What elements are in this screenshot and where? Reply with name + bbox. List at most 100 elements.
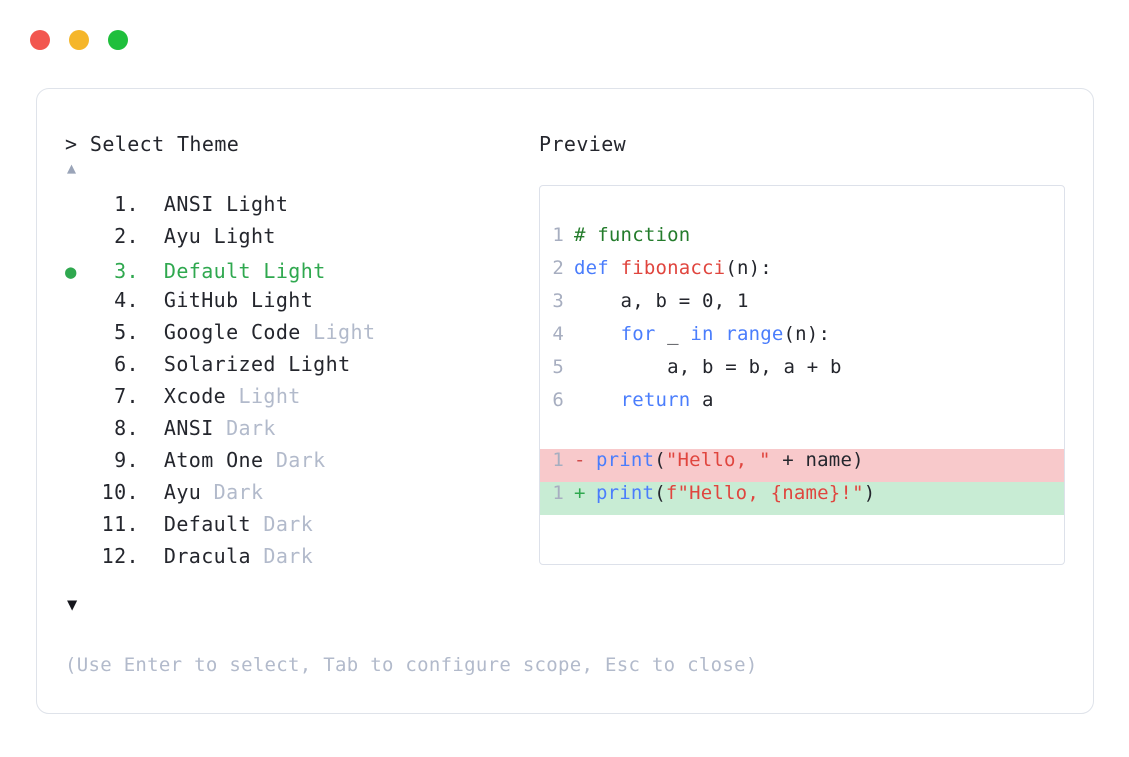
code-line: 3 a, b = 0, 1 [540,290,1064,323]
theme-item-index: 6. [114,352,139,376]
theme-item-name: Xcode [139,384,227,408]
code-line: 1 # function [540,224,1064,257]
theme-list-item[interactable]: 10. Ayu Dark [65,480,539,512]
line-number: 3 [552,290,564,312]
theme-list-item[interactable]: 8. ANSI Dark [65,416,539,448]
close-button[interactable] [30,30,50,50]
preview-title: Preview [539,132,627,156]
minimize-button[interactable] [69,30,89,50]
theme-item-index: 10. [101,480,139,504]
theme-list-item[interactable]: 12. Dracula Dark [65,544,539,576]
code-token-comment: # function [574,224,691,246]
theme-item-variant: Dark [213,416,276,440]
theme-item-variant: Dark [201,480,264,504]
theme-list-item[interactable]: 5. Google Code Light [65,320,539,352]
code-token-string: "Hello, " [665,449,771,471]
theme-item-name: Solarized [139,352,276,376]
keyboard-hint: (Use Enter to select, Tab to configure s… [65,654,758,676]
theme-list-item[interactable]: 9. Atom One Dark [65,448,539,480]
theme-item-name: GitHub [139,288,239,312]
diff-marker-plus: + [574,482,586,504]
theme-item-variant: Dark [250,544,314,568]
code-line-text: a, b = b, a + b [574,356,842,378]
theme-item-name: Default [139,259,251,283]
code-token-plain: (n): [725,257,772,279]
diff-line-text: print("Hello, " + name) [596,449,864,471]
theme-item-index: 1. [114,192,139,216]
code-line-text: for _ in range(n): [574,323,830,345]
theme-item-variant: Light [226,384,301,408]
theme-item-name: Google Code [139,320,301,344]
code-spacer [540,422,1064,449]
code-token-plain [714,323,726,345]
code-line-text: return a [574,389,714,411]
theme-item-index: 7. [114,384,139,408]
theme-item-variant: Dark [263,448,326,472]
code-line: 6 return a [540,389,1064,422]
code-token-builtin: print [596,449,655,471]
code-token-builtin: print [596,482,655,504]
diff-line-text: print(f"Hello, {name}!") [596,482,875,504]
line-number: 1 [552,449,564,471]
code-token-plain: ) [863,482,876,504]
line-number: 6 [552,389,564,411]
code-line: 4 for _ in range(n): [540,323,1064,356]
theme-item-index: 9. [114,448,139,472]
diff-line-added: 1+print(f"Hello, {name}!") [540,482,1064,515]
theme-item-name: Dracula [139,544,251,568]
theme-item-variant: Light [275,352,351,376]
theme-item-index: 11. [101,512,139,536]
code-token-plain: _ [655,323,691,345]
code-token-keyword: return [620,389,691,411]
code-token-keyword: def [574,257,621,279]
theme-list-item[interactable]: 11. Default Dark [65,512,539,544]
theme-list-item[interactable]: 7. Xcode Light [65,384,539,416]
theme-item-name: ANSI [139,416,214,440]
diff-marker-minus: - [574,449,586,471]
theme-list-item[interactable]: 4. GitHub Light [65,288,539,320]
code-token-keyword: for [620,323,656,345]
selected-bullet-icon: ● [65,261,77,283]
theme-list-item[interactable]: 6. Solarized Light [65,352,539,384]
code-line-text: # function [574,224,690,246]
prompt-header: > Select Theme [65,131,539,157]
theme-list-item[interactable]: 1. ANSI Light [65,192,539,224]
maximize-button[interactable] [108,30,128,50]
line-number: 2 [552,257,564,279]
code-line-text: a, b = 0, 1 [574,290,749,312]
theme-item-index: 12. [101,544,139,568]
code-line-text: def fibonacci(n): [574,257,772,279]
code-token-plain: ( [654,449,666,471]
theme-list-item[interactable]: ● 3. Default Light [65,256,539,288]
code-token-keyword: in [690,323,714,345]
theme-item-index: 4. [114,288,139,312]
theme-item-index: 3. [114,259,139,283]
diff-block: 1-print("Hello, " + name)1+print(f"Hello… [540,449,1064,515]
line-number: 1 [552,224,564,246]
theme-item-variant: Light [201,224,276,248]
code-token-plain [574,389,621,411]
theme-item-index: 2. [114,224,139,248]
code-line: 2 def fibonacci(n): [540,257,1064,290]
window-titlebar [30,30,128,50]
code-token-func: fibonacci [620,257,726,279]
page-title: Select Theme [89,132,240,156]
scroll-up-icon[interactable]: ▲ [67,159,77,177]
theme-list-item[interactable]: 2. Ayu Light [65,224,539,256]
code-token-string: f"Hello, {name}!" [665,482,864,504]
code-token-plain: (n): [783,323,831,345]
theme-item-variant: Dark [250,512,314,536]
code-token-plain: ( [654,482,666,504]
theme-item-name: ANSI [139,192,214,216]
theme-item-name: Atom One [139,448,264,472]
theme-item-variant: Light [250,259,326,283]
theme-item-name: Default [139,512,251,536]
scroll-down-icon[interactable]: ▼ [67,595,78,615]
